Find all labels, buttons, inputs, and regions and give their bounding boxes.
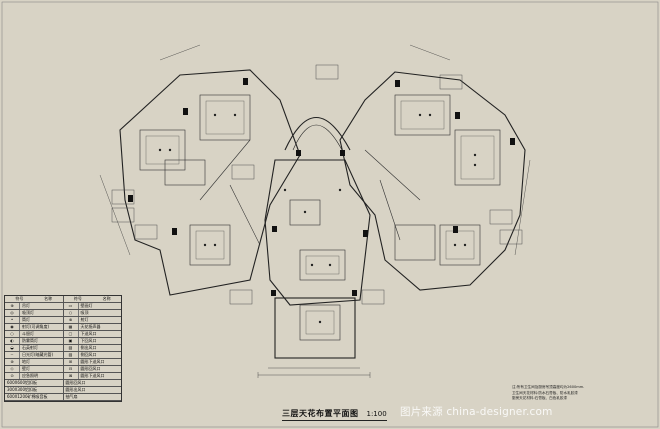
interior-partitions — [139, 94, 501, 341]
legend-note-row: 600X600铝扣板 圆形回风口 — [5, 380, 121, 387]
legend-header: 符号 名称 符号 名称 — [5, 296, 121, 303]
dimension-lines — [99, 44, 531, 378]
legend-name: 吸顶灯 — [22, 310, 34, 315]
legend-name: 应急照明 — [22, 373, 38, 378]
legend-row: •筒灯 ⊗射灯 — [5, 317, 121, 324]
note-line: 卫生间天花材料:防水石膏板、防水乳胶漆 — [512, 390, 578, 395]
legend-name: 射灯(可调角度) — [22, 324, 50, 329]
legend-row: ⊛地灯 ⊞圆形下送风口 — [5, 359, 121, 366]
legend-name: 地灯 — [22, 359, 30, 364]
legend-symbol: ◎ — [5, 310, 20, 316]
note-line: 注:所有卫生间及厨房吊顶高度均为2600mm. — [512, 385, 585, 389]
legend-name: 吸顶 — [80, 310, 89, 315]
legend-rows: ⊕吊灯▭壁画灯◎吸顶灯○吸顶•筒灯⊗射灯◉射灯(可调角度)▦天花扬声器○斗胆灯▢… — [5, 303, 121, 380]
legend-header-name: 名称 — [102, 296, 111, 301]
plan-walls — [119, 69, 526, 359]
legend-name: 筒灯 — [22, 317, 30, 322]
legend-row: ◒石英射灯 ▧侧出风口 — [5, 345, 121, 352]
legend-symbol: ⊙ — [5, 373, 20, 379]
legend-note: 圆形出风口 — [65, 387, 86, 392]
legend-row: ◎吸顶灯 ○吸顶 — [5, 310, 121, 317]
title-block: 三层天花布置平面图 1:100 — [282, 408, 387, 421]
legend-symbol: ◇ — [5, 366, 20, 372]
legend-header-name: 名称 — [44, 296, 53, 301]
legend-row: ┄日光灯(暗藏光管) ▨侧回风口 — [5, 352, 121, 359]
legend-symbol: ▨ — [64, 352, 79, 358]
legend-note: 圆形回风口 — [65, 380, 86, 385]
legend-symbol: ▢ — [64, 331, 79, 337]
elevation-tags — [111, 64, 523, 305]
legend-name: 侧回风口 — [80, 352, 97, 357]
legend-note: 抽气扇 — [65, 394, 78, 399]
legend-symbol: ⊛ — [5, 359, 20, 365]
legend-name: 石英射灯 — [22, 345, 38, 350]
top-curve — [284, 117, 351, 151]
legend-name: 防雾筒灯 — [22, 338, 38, 343]
south-bay — [274, 297, 356, 359]
legend-note: 600X600铝扣板 — [7, 380, 38, 385]
legend-name: 圆形下送风口 — [80, 359, 105, 364]
legend-name: 日光灯(暗藏光管) — [22, 352, 54, 357]
legend-row: ◐防雾筒灯 ▣下回风口 — [5, 338, 121, 345]
legend-symbol: ▣ — [64, 338, 79, 344]
legend-name: 天花扬声器 — [80, 324, 101, 329]
legend-table: 符号 名称 符号 名称 ⊕吊灯▭壁画灯◎吸顶灯○吸顶•筒灯⊗射灯◉射灯(可调角度… — [4, 295, 122, 402]
legend-symbol: ◒ — [5, 345, 20, 351]
left-wing-outline — [119, 69, 301, 296]
right-wing-outline — [339, 71, 526, 291]
legend-name: 圆形下送风口 — [80, 373, 105, 378]
legend-row: ◉射灯(可调角度) ▦天花扬声器 — [5, 324, 121, 331]
legend-name: 下送风口 — [80, 331, 97, 336]
legend-header-symbol: 符号 — [73, 296, 82, 301]
legend-symbol: • — [5, 317, 20, 323]
legend-row: ⊕吊灯 ▭壁画灯 — [5, 303, 121, 310]
drawing-notes: 注:所有卫生间及厨房吊顶高度均为2600mm. 卫生间天花材料:防水石膏板、防水… — [512, 385, 584, 402]
legend-notes: 600X600铝扣板 圆形回风口 300X300铝扣板 圆形出风口 600X1200矿棉… — [5, 380, 121, 401]
legend-symbol: ◐ — [5, 338, 20, 344]
legend-name: 壁灯 — [22, 366, 30, 371]
legend-header-symbol: 符号 — [15, 296, 24, 301]
legend-symbol: ⊞ — [64, 359, 79, 365]
legend-row: ○斗胆灯 ▢下送风口 — [5, 331, 121, 338]
central-core — [264, 159, 371, 306]
legend-symbol: ⊟ — [64, 366, 79, 372]
legend-symbol: ◉ — [5, 324, 20, 330]
legend-symbol: ▦ — [64, 324, 79, 330]
legend-note-row: 300X300铝扣板 圆形出风口 — [5, 387, 121, 394]
light-fixtures — [158, 113, 477, 324]
legend-symbol: ⊕ — [5, 303, 20, 309]
legend-note: 600X1200矿棉吸音板 — [7, 394, 48, 399]
legend-name: 圆形回风口 — [80, 366, 101, 371]
legend-name: 吊灯 — [22, 303, 30, 308]
note-line: 厨房天花材料:石膏板、白色乳胶漆 — [512, 396, 568, 401]
plan-title: 三层天花布置平面图 — [282, 409, 359, 418]
legend-symbol: ▧ — [64, 345, 79, 351]
legend-note-row: 600X1200矿棉吸音板 抽气扇 — [5, 394, 121, 401]
legend-row: ◇壁灯 ⊟圆形回风口 — [5, 366, 121, 373]
legend-name: 侧出风口 — [80, 345, 97, 350]
watermark: 图片来源 china-designer.com — [400, 406, 553, 418]
legend-row: ⊙应急照明 ⊠圆形下送风口 — [5, 373, 121, 380]
legend-note: 300X300铝扣板 — [7, 387, 38, 392]
legend-symbol: ┄ — [5, 352, 20, 358]
legend-name: 射灯 — [80, 317, 89, 322]
legend-symbol: ○ — [64, 310, 79, 316]
ceiling-inner-lines — [145, 100, 495, 335]
legend-symbol: ○ — [5, 331, 20, 337]
legend-symbol: ⊠ — [64, 373, 79, 379]
legend-name: 下回风口 — [80, 338, 97, 343]
legend-name: 斗胆灯 — [22, 331, 34, 336]
structural-columns — [128, 78, 515, 296]
legend-name: 壁画灯 — [80, 303, 93, 308]
legend-symbol: ▭ — [64, 303, 79, 309]
plan-scale: 1:100 — [366, 410, 387, 418]
legend-symbol: ⊗ — [64, 317, 79, 323]
